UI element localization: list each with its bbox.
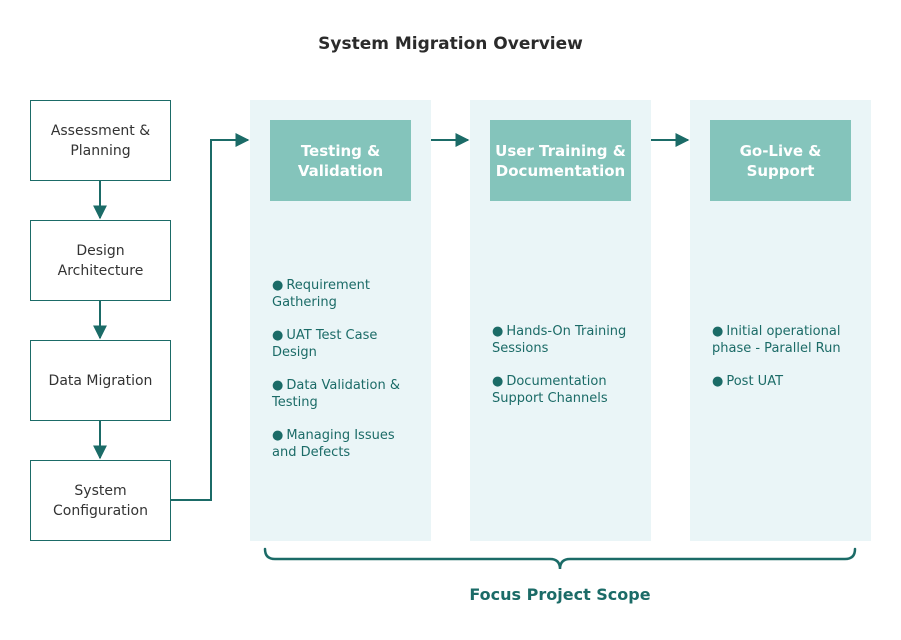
list-item: ●Documentation Support Channels (492, 374, 608, 406)
step-design-architecture: Design Architecture (30, 220, 171, 301)
bullet-icon: ● (492, 324, 504, 339)
step-label: System Configuration (53, 482, 148, 519)
step-label: Assessment & Planning (50, 122, 151, 159)
phase-header: Go-Live & Support (710, 120, 851, 201)
phase-header: User Training & Documentation (490, 120, 631, 201)
phase-bullet-list: ●Hands-On Training Sessions ●Documentati… (492, 324, 642, 424)
phase-panel-testing: Testing & Validation ●Requirement Gather… (250, 100, 431, 541)
list-item: ●Initial operational phase - Parallel Ru… (712, 324, 841, 356)
phase-title: Testing & Validation (297, 141, 384, 180)
step-system-configuration: System Configuration (30, 460, 171, 541)
scope-label: Focus Project Scope (469, 585, 651, 604)
list-item: ●Data Validation & Testing (272, 378, 400, 410)
step-label: Design Architecture (57, 242, 144, 279)
phase-panel-training: User Training & Documentation ●Hands-On … (470, 100, 651, 541)
phase-bullet-list: ●Initial operational phase - Parallel Ru… (712, 324, 862, 408)
arrow-config-to-testing (171, 133, 250, 501)
step-label: Data Migration (48, 372, 153, 389)
scope-brace (263, 547, 857, 570)
phase-panel-golive: Go-Live & Support ●Initial operational p… (690, 100, 871, 541)
phase-title: User Training & Documentation (495, 141, 626, 180)
list-item: ●UAT Test Case Design (272, 328, 378, 360)
step-assessment-planning: Assessment & Planning (30, 100, 171, 181)
phase-title: Go-Live & Support (739, 141, 822, 180)
bullet-icon: ● (272, 378, 284, 393)
bullet-icon: ● (272, 278, 284, 293)
diagram-title: System Migration Overview (318, 34, 583, 54)
list-item: ●Requirement Gathering (272, 278, 370, 310)
bullet-icon: ● (712, 324, 724, 339)
list-item: ●Hands-On Training Sessions (492, 324, 627, 356)
phase-header: Testing & Validation (270, 120, 411, 201)
step-data-migration: Data Migration (30, 340, 171, 421)
list-item: ●Managing Issues and Defects (272, 428, 395, 460)
list-item: ●Post UAT (712, 374, 784, 389)
bullet-icon: ● (712, 374, 724, 389)
bullet-icon: ● (492, 374, 504, 389)
bullet-icon: ● (272, 328, 284, 343)
phase-bullet-list: ●Requirement Gathering ●UAT Test Case De… (272, 278, 422, 478)
bullet-icon: ● (272, 428, 284, 443)
